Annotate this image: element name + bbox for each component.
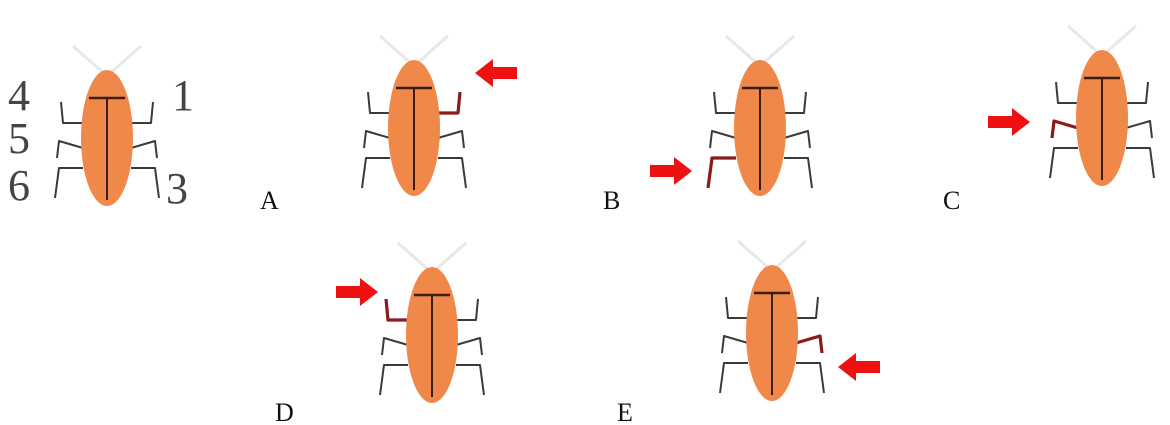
panel-letter-b: B [603,186,620,215]
leg-middle-left [1052,121,1078,138]
leg-middle-left [57,141,83,158]
leg-rear-right [784,158,812,188]
leg-middle-right [1126,121,1152,138]
leg-rear-left [55,168,83,198]
leg-middle-left [364,131,390,148]
leg-rear-left [380,365,408,395]
panel-c-insect [1050,26,1154,186]
panel-letter-a: A [260,186,279,215]
leg-rear-left [708,158,736,188]
panel-b-insect [708,36,812,196]
leg-rear-left [1050,148,1078,178]
panel-a-insect [362,36,466,196]
leg-middle-right [796,336,822,353]
panel-letter-e: E [617,398,633,425]
leg-middle-left [722,336,748,353]
leg-number-4: 4 [8,71,30,120]
leg-middle-left [382,338,408,355]
red-arrow [336,278,378,306]
panel-b-arrow [650,157,692,185]
panel-letter-c: C [943,186,960,215]
leg-rear-right [456,365,484,395]
red-arrow [475,59,517,87]
leg-middle-left [710,131,736,148]
panel-c-arrow [988,108,1030,136]
panel-a-arrow [475,59,517,87]
leg-number-1: 1 [172,71,194,120]
panel-e-arrow [838,353,880,381]
reference-insect [55,46,159,206]
leg-middle-right [438,131,464,148]
red-arrow [838,353,880,381]
panel-d-insect [380,243,484,403]
leg-middle-right [131,141,157,158]
panel-letter-d: D [275,398,294,425]
leg-number-6: 6 [8,161,30,210]
leg-middle-right [456,338,482,355]
leg-middle-right [784,131,810,148]
panel-e-insect [720,241,824,401]
leg-rear-left [720,363,748,393]
leg-number-3: 3 [166,164,188,213]
leg-rear-right [1126,148,1154,178]
panel-d-arrow [336,278,378,306]
leg-rear-right [796,363,824,393]
leg-rear-left [362,158,390,188]
red-arrow [988,108,1030,136]
leg-number-5: 5 [8,114,30,163]
leg-rear-right [131,168,159,198]
red-arrow [650,157,692,185]
leg-rear-right [438,158,466,188]
